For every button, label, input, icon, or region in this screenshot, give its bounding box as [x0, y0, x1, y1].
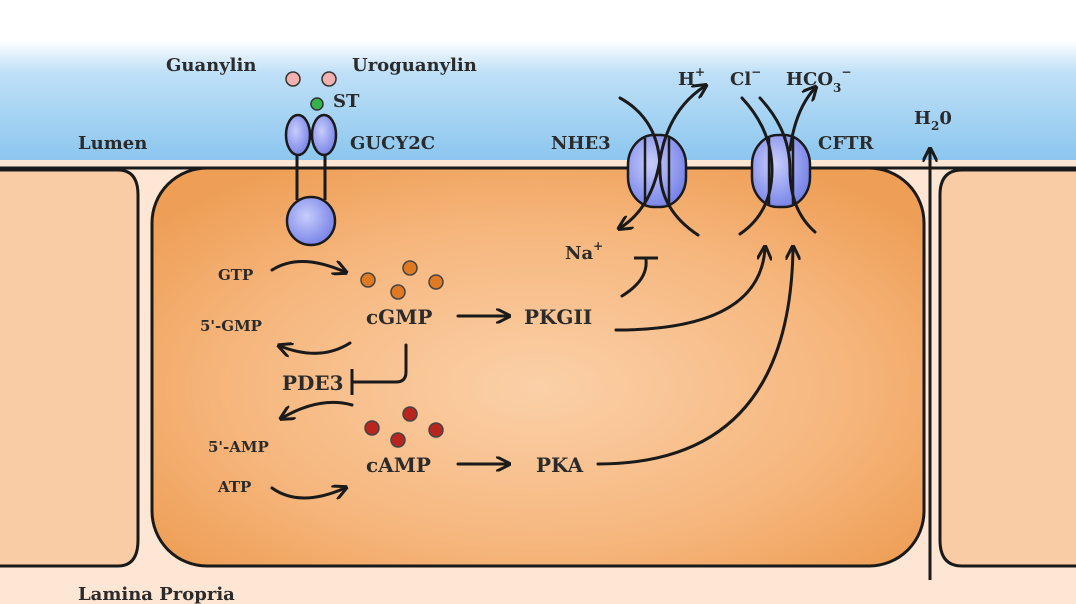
- pde3-label: PDE3: [282, 371, 344, 395]
- guanylin-label: Guanylin: [166, 55, 256, 76]
- svg-text:HCO3−: HCO3−: [786, 65, 851, 95]
- svg-text:Cl−: Cl−: [730, 65, 761, 90]
- pka-label: PKA: [536, 453, 584, 477]
- gtp-label: GTP: [218, 266, 253, 284]
- gucy2c-receptor: [284, 113, 338, 247]
- cftr-label: CFTR: [818, 133, 875, 154]
- left-neighbor-cell: [0, 168, 140, 568]
- pkgii-activates-cftr-arrow: [614, 248, 765, 332]
- camp-label: cAMP: [366, 453, 431, 477]
- pkgii-inhibits-nhe3-line: [620, 258, 648, 298]
- atp-to-camp-arrow: [270, 488, 345, 498]
- lumen-region: [0, 40, 1076, 170]
- epithelial-cell: [150, 166, 926, 568]
- st-dot: [310, 97, 324, 111]
- cftr-curve-left: [738, 96, 774, 236]
- pka-activates-cftr-arrow: [596, 248, 793, 466]
- h-ion-label: H+: [678, 65, 705, 90]
- cgmp-label: cGMP: [366, 305, 432, 329]
- cl-ion-label: Cl−: [730, 65, 761, 90]
- guanylin-dot: [285, 71, 301, 87]
- lamina-propria-label: Lamina Propria: [78, 584, 235, 604]
- camp-molecules: [364, 406, 444, 448]
- gtp-to-cgmp-arrow: [270, 260, 345, 272]
- uroguanylin-label: Uroguanylin: [352, 55, 477, 76]
- 5gmp-label: 5'-GMP: [200, 317, 262, 335]
- cgmp-to-5gmp-arrow: [280, 341, 352, 353]
- svg-text:H+: H+: [678, 65, 705, 90]
- cftr-channel: [750, 133, 812, 209]
- 5amp-label: 5'-AMP: [208, 438, 269, 456]
- gucy2c-label: GUCY2C: [350, 133, 435, 154]
- svg-text:H20: H20: [914, 108, 952, 133]
- svg-text:Na+: Na+: [565, 239, 603, 264]
- atp-label: ATP: [217, 478, 251, 496]
- st-label: ST: [333, 91, 360, 112]
- uroguanylin-dot: [321, 71, 337, 87]
- hco3-ion-label: HCO3−: [786, 65, 851, 95]
- hco3-efflux-arrow: [788, 88, 815, 152]
- pkgii-label: PKGII: [524, 305, 592, 329]
- cgmp-inhibits-pde3-line: [350, 343, 408, 384]
- water-label: H20: [914, 108, 952, 133]
- nhe3-exchange-arrows: [620, 86, 705, 228]
- na-ion-label: Na+: [565, 239, 603, 264]
- cftr-curve-right: [758, 96, 817, 234]
- lumen-label: Lumen: [78, 133, 147, 154]
- right-neighbor-cell: [938, 168, 1076, 568]
- nhe3-label: NHE3: [551, 133, 611, 154]
- cgmp-molecules: [360, 260, 444, 300]
- camp-to-5amp-arrow: [282, 400, 354, 418]
